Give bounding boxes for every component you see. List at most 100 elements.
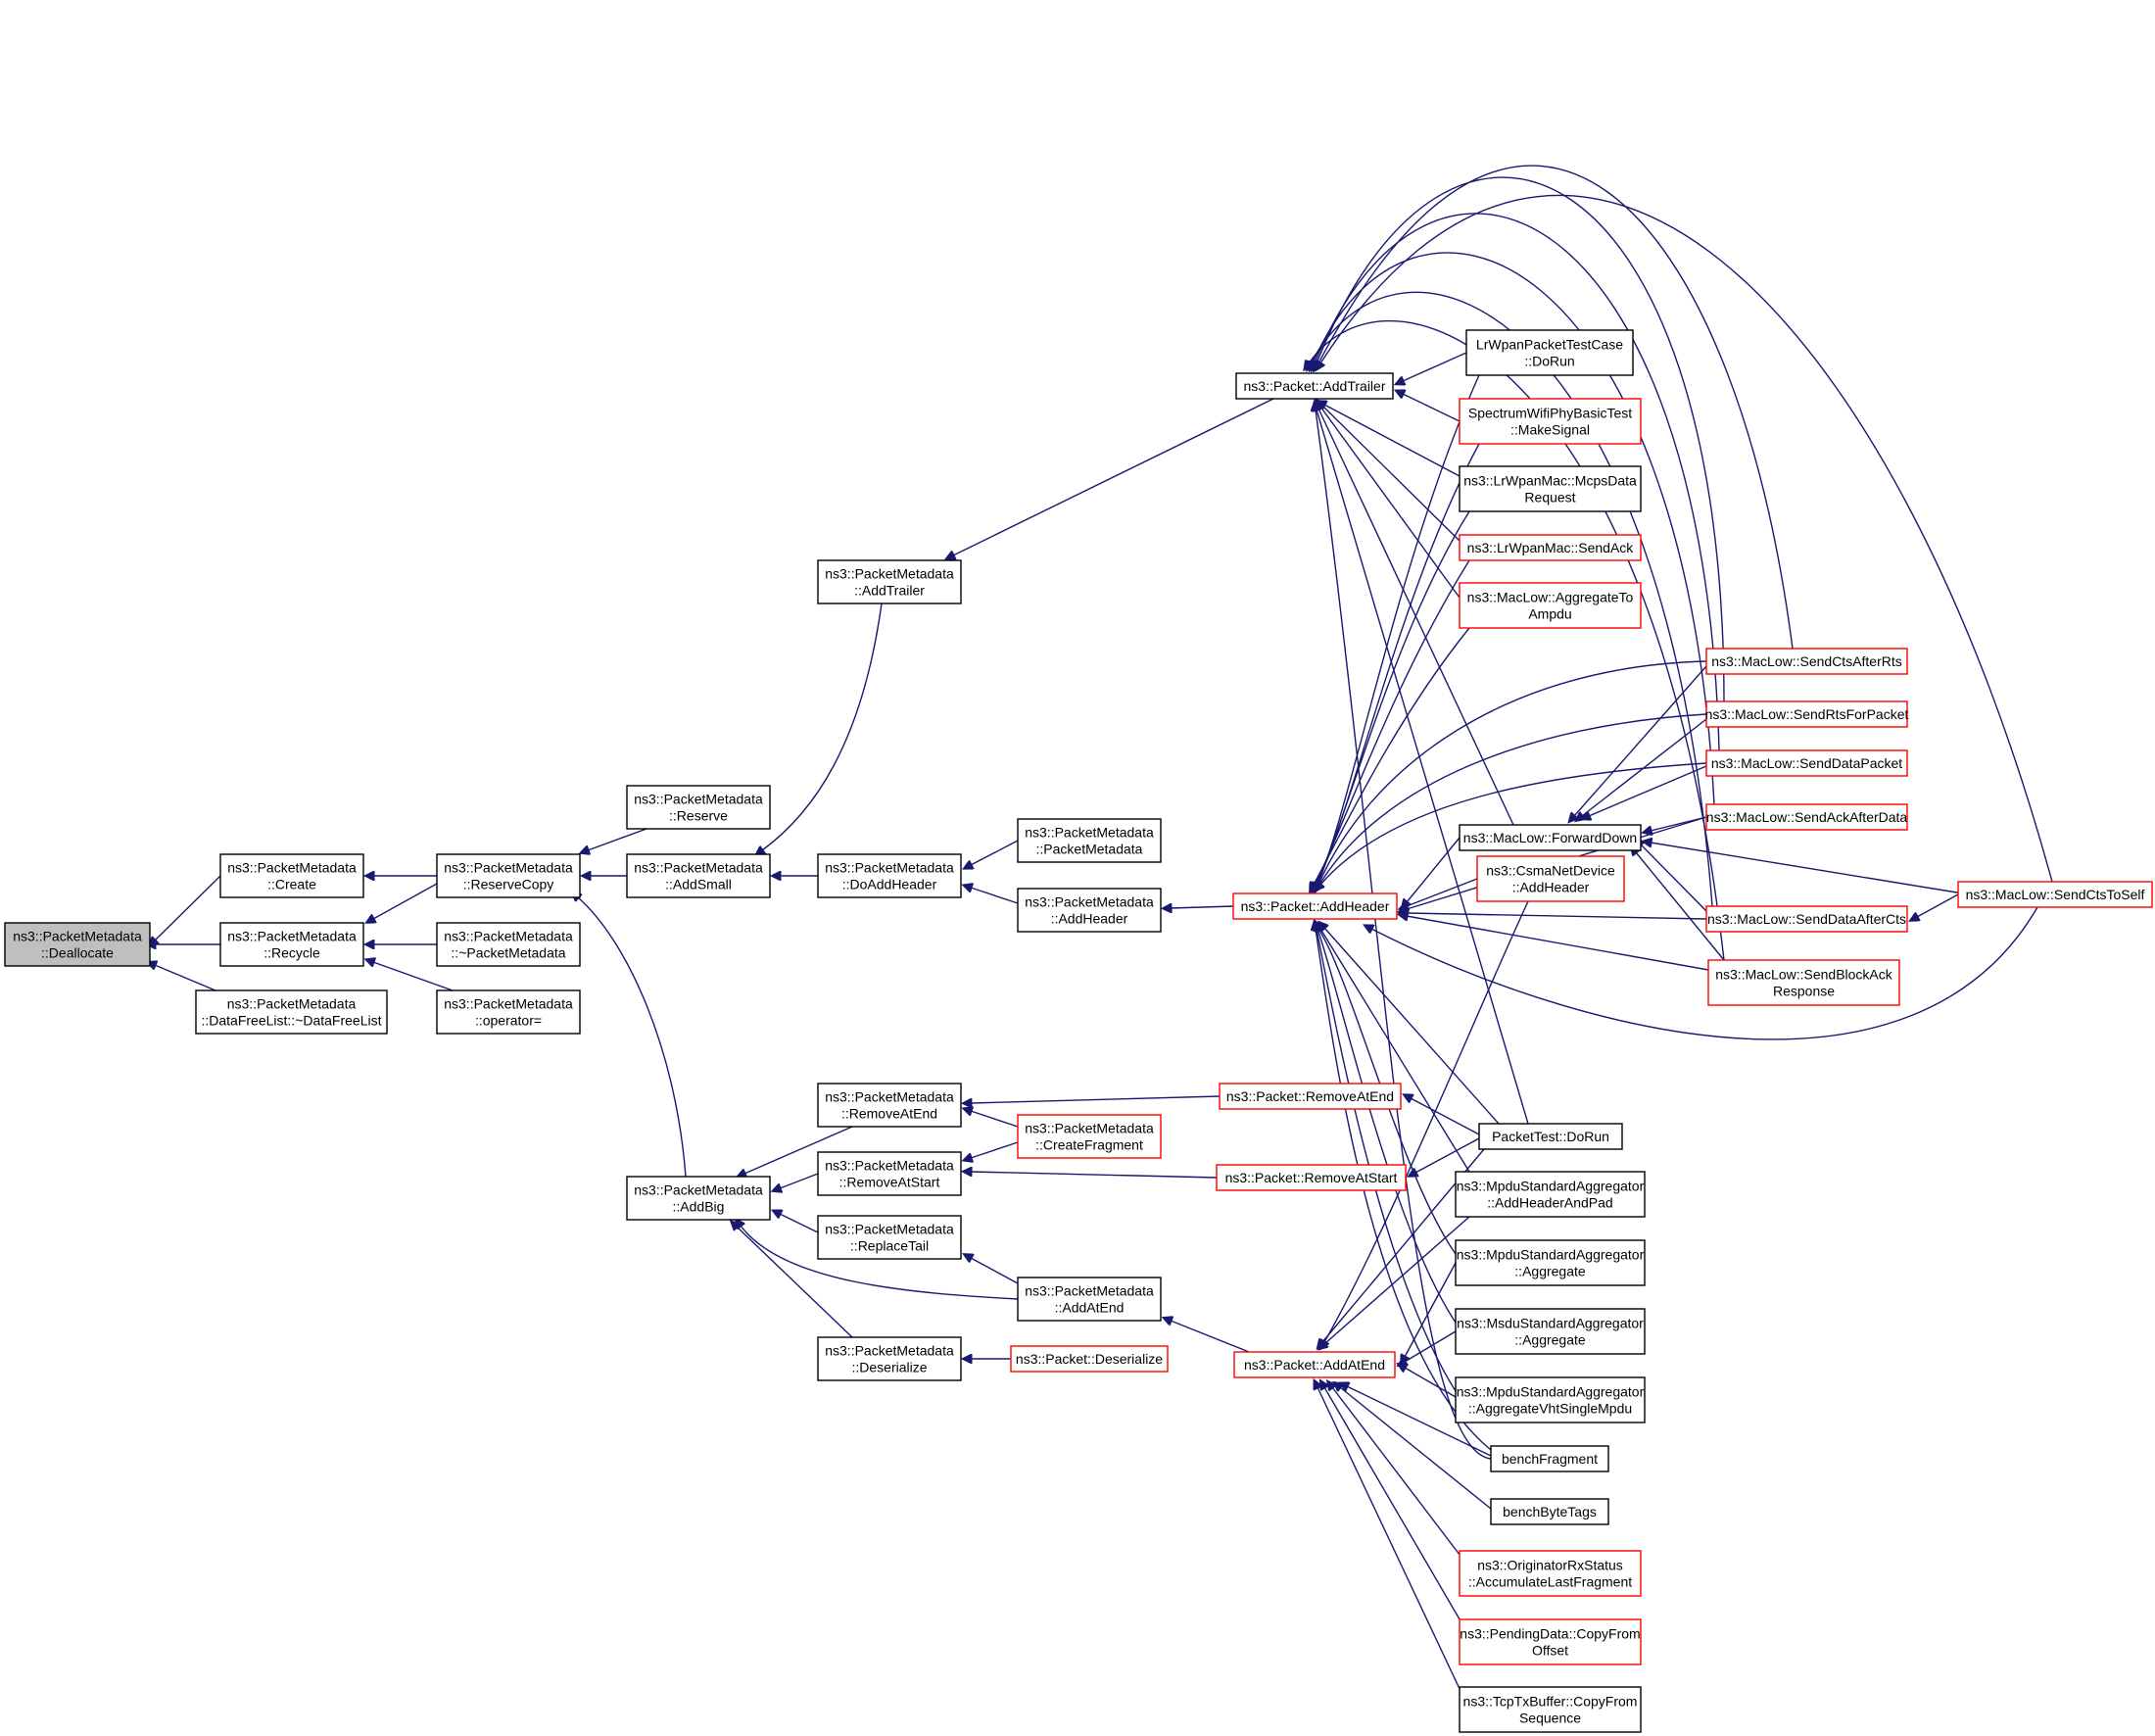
node-label-line: ::AddHeader: [1512, 880, 1590, 895]
node-pm-addtrailer[interactable]: ns3::PacketMetadata::AddTrailer: [817, 559, 962, 604]
edge-removeatend-addbig: [744, 1126, 853, 1174]
node-ctor[interactable]: ns3::PacketMetadata::PacketMetadata: [1017, 818, 1162, 863]
node-lrwpan-test[interactable]: LrWpanPacketTestCase::DoRun: [1465, 329, 1634, 376]
node-label-line: ns3::LrWpanMac::SendAck: [1467, 540, 1635, 555]
edge-ctstoself-dataafterccts: [1917, 893, 1959, 917]
node-label-line: ns3::MpduStandardAggregator: [1457, 1179, 1645, 1194]
node-dealloc[interactable]: ns3::PacketMetadata::Deallocate: [4, 922, 151, 967]
node-label-line: ::Recycle: [263, 945, 320, 961]
edge-packettest-pktremoveatstart: [1415, 1137, 1480, 1173]
node-benchbyte[interactable]: benchByteTags: [1490, 1498, 1609, 1525]
node-opeq[interactable]: ns3::PacketMetadata::operator=: [436, 989, 581, 1035]
node-box: [1459, 1550, 1642, 1597]
node-create[interactable]: ns3::PacketMetadata::Create: [219, 853, 364, 898]
node-label-line: ns3::PendingData::CopyFrom: [1460, 1626, 1640, 1642]
node-pkt-addatend[interactable]: ns3::Packet::AddAtEnd: [1233, 1351, 1396, 1378]
node-sendack[interactable]: ns3::LrWpanMac::SendAck: [1459, 534, 1642, 561]
edge-pmaddatend-replacetail: [971, 1258, 1019, 1284]
node-deserialize[interactable]: ns3::PacketMetadata::Deserialize: [817, 1336, 962, 1381]
node-msdu-agg[interactable]: ns3::MsduStandardAggregator::Aggregate: [1455, 1308, 1646, 1355]
node-label-line: ns3::PacketMetadata: [1025, 1283, 1154, 1299]
node-pkt-removeatstart[interactable]: ns3::Packet::RemoveAtStart: [1216, 1164, 1407, 1191]
node-label-line: ::DoAddHeader: [842, 877, 937, 892]
edge-reserve-reservecopy: [588, 828, 647, 850]
node-mpdu-pad[interactable]: ns3::MpduStandardAggregator::AddHeaderAn…: [1455, 1171, 1646, 1218]
node-label-line: ::AddTrailer: [854, 583, 925, 599]
edge-msduagg-pktaddheader: [1317, 929, 1457, 1324]
node-box: [1705, 905, 1908, 933]
node-label-line: ::DataFreeList::~DataFreeList: [201, 1013, 381, 1029]
node-removeatend[interactable]: ns3::PacketMetadata::RemoveAtEnd: [817, 1083, 962, 1128]
node-addbig[interactable]: ns3::PacketMetadata::AddBig: [626, 1176, 771, 1221]
node-datapacket[interactable]: ns3::MacLow::SendDataPacket: [1705, 749, 1908, 777]
node-originator[interactable]: ns3::OriginatorRxStatus::AccumulateLastF…: [1459, 1550, 1642, 1597]
node-dataafterccts[interactable]: ns3::MacLow::SendDataAfterCts: [1705, 905, 1908, 933]
node-label-line: ns3::PacketMetadata: [1025, 894, 1154, 910]
node-recycle[interactable]: ns3::PacketMetadata::Recycle: [219, 922, 364, 967]
node-dfl[interactable]: ns3::PacketMetadata::DataFreeList::~Data…: [195, 989, 388, 1035]
node-label-line: ns3::Packet::RemoveAtStart: [1225, 1170, 1398, 1185]
node-pkt-removeatend[interactable]: ns3::Packet::RemoveAtEnd: [1219, 1083, 1402, 1110]
node-reserve[interactable]: ns3::PacketMetadata::Reserve: [626, 785, 771, 830]
node-label-line: ns3::MacLow::SendBlockAck: [1715, 967, 1893, 983]
node-addsmall[interactable]: ns3::PacketMetadata::AddSmall: [626, 853, 771, 898]
node-ctsafterrts[interactable]: ns3::MacLow::SendCtsAfterRts: [1705, 648, 1908, 675]
edge-packettest-pktaddheader: [1324, 928, 1500, 1125]
edge-pmaddheader-doaddheader: [971, 888, 1019, 904]
edge-ackafterdata-pktaddtrailer: [1313, 252, 1715, 805]
node-box: [1010, 1345, 1169, 1373]
node-packettest[interactable]: PacketTest::DoRun: [1478, 1123, 1623, 1150]
node-doaddheader[interactable]: ns3::PacketMetadata::DoAddHeader: [817, 853, 962, 898]
node-box: [436, 853, 581, 898]
node-label-line: ::AddHeader: [1051, 911, 1128, 927]
edge-mpdupad-pktaddatend: [1324, 1216, 1470, 1344]
node-pm-addheader[interactable]: ns3::PacketMetadata::AddHeader: [1017, 888, 1162, 933]
node-box: [1476, 855, 1625, 902]
node-removeatstart[interactable]: ns3::PacketMetadata::RemoveAtStart: [817, 1151, 962, 1196]
edge-reservecopy-recycle: [373, 883, 438, 919]
edge-forwarddown-pktaddheader: [1407, 837, 1461, 902]
edge-blockack-forwarddown: [1636, 852, 1725, 961]
node-box: [1705, 749, 1908, 777]
edge-rtsforpacket-pktaddtrailer: [1317, 176, 1725, 702]
node-forwarddown[interactable]: ns3::MacLow::ForwardDown: [1459, 824, 1642, 851]
edge-dataafterccts-pktaddheader: [1407, 913, 1707, 920]
node-label-line: benchByteTags: [1503, 1504, 1597, 1519]
edge-aggampdu-pktaddtrailer: [1320, 407, 1461, 599]
node-mpdu-vht[interactable]: ns3::MpduStandardAggregator::AggregateVh…: [1455, 1376, 1646, 1423]
edge-datapacket-pktaddtrailer: [1315, 213, 1720, 751]
node-dtor[interactable]: ns3::PacketMetadata::~PacketMetadata: [436, 922, 581, 967]
node-csma[interactable]: ns3::CsmaNetDevice::AddHeader: [1476, 855, 1625, 902]
edge-removeatstart-addbig: [780, 1173, 819, 1188]
node-createfrag[interactable]: ns3::PacketMetadata::CreateFragment: [1017, 1114, 1162, 1159]
node-label-line: ns3::Packet::AddAtEnd: [1244, 1357, 1385, 1373]
node-label-line: Ampdu: [1528, 606, 1571, 622]
node-box: [1233, 1351, 1396, 1378]
node-spectrum[interactable]: SpectrumWifiPhyBasicTest::MakeSignal: [1459, 398, 1642, 445]
node-pkt-addtrailer[interactable]: ns3::Packet::AddTrailer: [1235, 372, 1394, 400]
node-reservecopy[interactable]: ns3::PacketMetadata::ReserveCopy: [436, 853, 581, 898]
edge-packettest-pktremoveatend: [1411, 1098, 1480, 1135]
node-pm-addatend[interactable]: ns3::PacketMetadata::AddAtEnd: [1017, 1277, 1162, 1322]
node-label-line: ::Aggregate: [1514, 1264, 1586, 1279]
node-rtsforpacket[interactable]: ns3::MacLow::SendRtsForPacket: [1705, 700, 1909, 728]
node-label-line: SpectrumWifiPhyBasicTest: [1468, 406, 1632, 421]
node-mpdu-agg[interactable]: ns3::MpduStandardAggregator::Aggregate: [1455, 1239, 1646, 1286]
node-benchfrag[interactable]: benchFragment: [1490, 1445, 1609, 1472]
node-pkt-deser[interactable]: ns3::Packet::Deserialize: [1010, 1345, 1169, 1373]
node-box: [195, 989, 388, 1035]
node-ctstoself[interactable]: ns3::MacLow::SendCtsToSelf: [1957, 881, 2153, 908]
node-ackafterdata[interactable]: ns3::MacLow::SendAckAfterData: [1705, 803, 1908, 831]
node-label-line: ::Deserialize: [851, 1360, 927, 1375]
edge-benchfrag-pktaddatend: [1347, 1386, 1492, 1457]
node-box: [219, 853, 364, 898]
node-pkt-addheader[interactable]: ns3::Packet::AddHeader: [1232, 892, 1398, 920]
node-replacetail[interactable]: ns3::PacketMetadata::ReplaceTail: [817, 1215, 962, 1260]
node-label-line: Response: [1773, 984, 1835, 999]
edge-ctsafterrts-pktaddtrailer: [1318, 165, 1794, 650]
